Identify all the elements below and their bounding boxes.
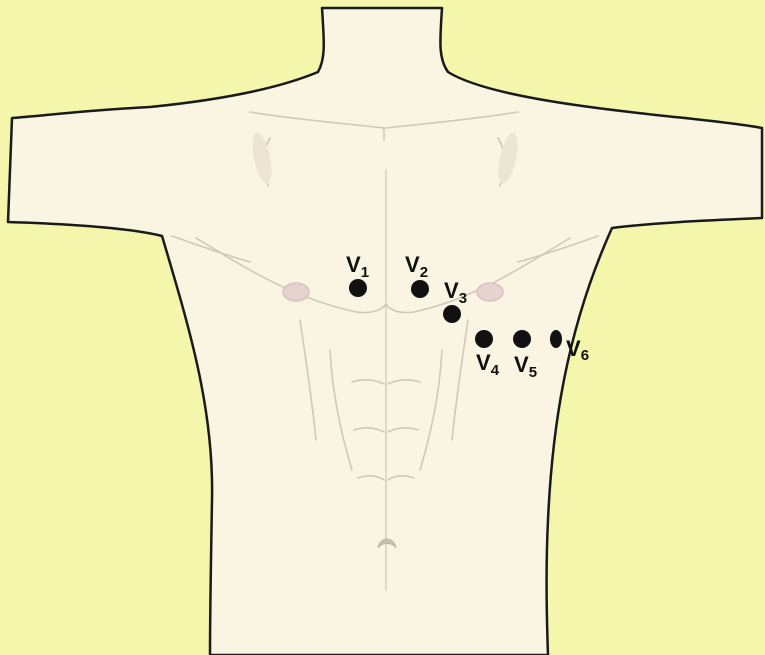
electrode-v6 xyxy=(550,330,562,348)
electrode-v5 xyxy=(513,330,531,348)
electrode-v4 xyxy=(475,330,493,348)
lead-label-v6: V6 xyxy=(566,336,589,364)
electrode-v3 xyxy=(443,305,461,323)
electrode-v1 xyxy=(349,279,367,297)
torso-silhouette xyxy=(8,8,762,655)
electrode-v2 xyxy=(411,280,429,298)
